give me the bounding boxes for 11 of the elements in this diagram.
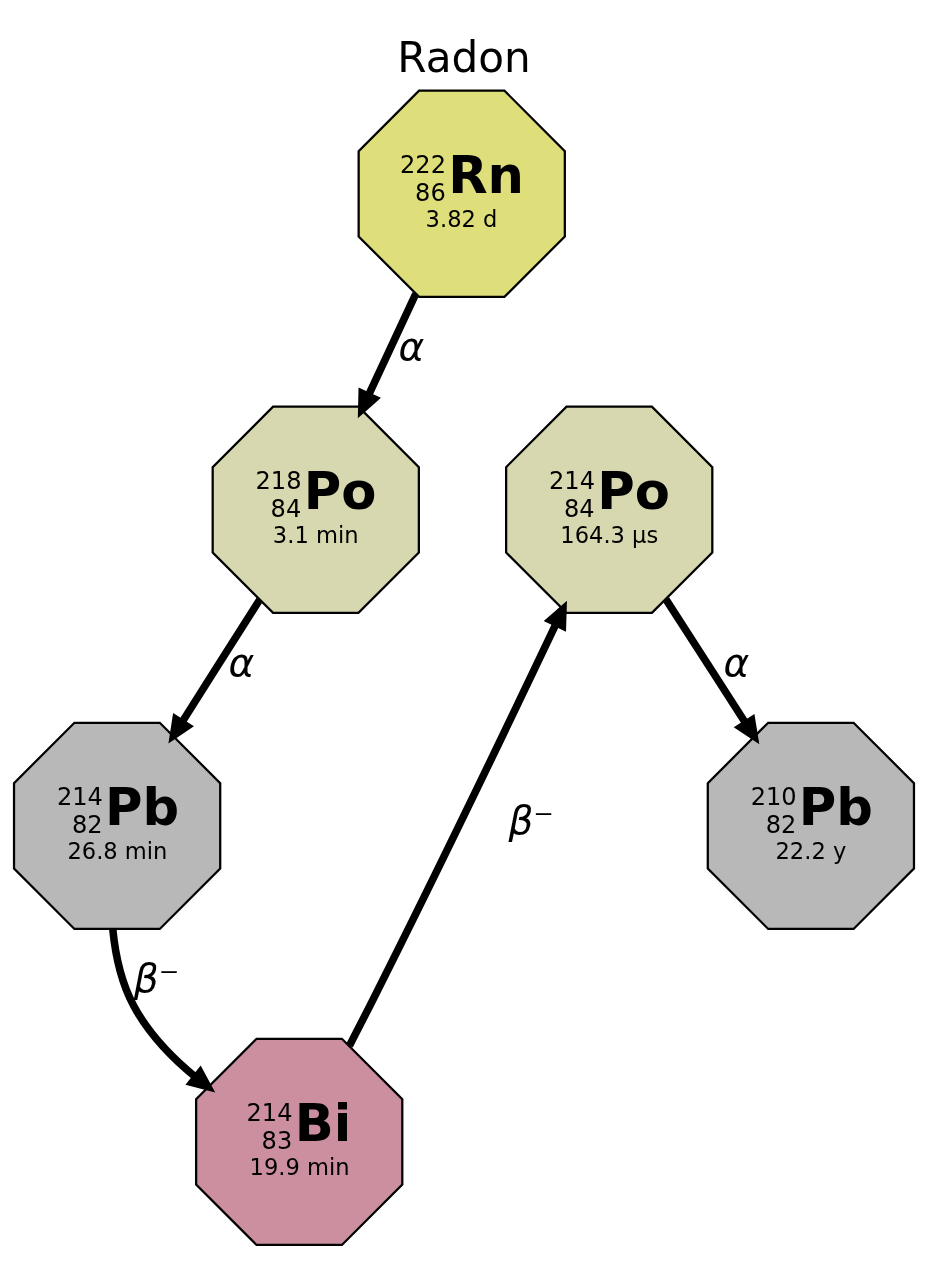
arrow [662, 596, 760, 744]
edge-label: α [398, 323, 425, 369]
arrow [109, 928, 216, 1093]
edge-label: β⁻ [508, 797, 554, 843]
arrow [346, 600, 567, 1047]
arrow [357, 291, 420, 418]
edge-label: β⁻ [133, 955, 180, 1001]
arrow [168, 597, 263, 743]
edge-label: α [723, 639, 750, 685]
diagram-title: Radon [397, 32, 531, 82]
edge-label: α [228, 639, 255, 685]
